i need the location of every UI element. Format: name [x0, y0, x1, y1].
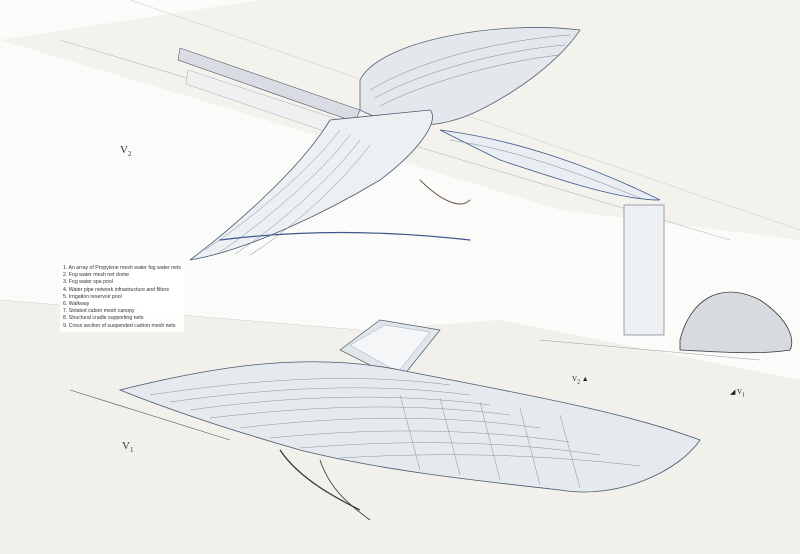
legend-panel: 1. An array of Propylene mesh water fog …	[60, 263, 184, 332]
view-label-v1-sub: 1	[129, 446, 134, 455]
legend-item: 9. Cross section of suspended carbon mes…	[63, 322, 176, 329]
legend-item: 1. An array of Propylene mesh water fog …	[63, 265, 181, 271]
arrow-icon: ◢	[730, 388, 736, 396]
canopy-v1	[69, 361, 701, 521]
legend-item: 4. Water pipe network infrastructure and…	[63, 286, 169, 293]
view-marker-v2-sub: 2	[577, 379, 580, 386]
canopy-v2	[189, 27, 661, 261]
arrow-icon: ▲	[581, 375, 589, 383]
view-marker-v1-sub: 1	[742, 392, 745, 399]
view-marker-v1-main: V	[737, 388, 743, 396]
legend-item: 3. Fog water spa pool	[63, 279, 113, 286]
view-label-v2-sub: 2	[127, 150, 132, 159]
view-label-v1-main: V	[122, 440, 130, 452]
walkway-v2	[177, 47, 361, 141]
view-marker-v1: ◢ V1	[730, 388, 745, 398]
legend-item: 5. Irrigation reservoir pool	[63, 293, 122, 300]
view-marker-v2-main: V	[572, 375, 578, 383]
legend-item: 2. Fog water mesh net dome	[63, 272, 130, 279]
legend-item: 7. Striated cabon mesh canopy	[63, 308, 135, 315]
legend-list: 1. An array of Propylene mesh water fog …	[63, 265, 181, 330]
legend-item: 6. Walkway	[63, 301, 90, 308]
walkway-v1	[339, 319, 441, 381]
view-marker-v2: V2 ▲	[572, 375, 589, 385]
view-label-v2-main: V	[120, 144, 128, 156]
view-label-v2: V2	[120, 144, 131, 158]
view-label-v1: V1	[122, 440, 133, 454]
legend-item: 8. Structural cradle supporting nets	[63, 315, 144, 322]
tower-view	[539, 204, 793, 361]
